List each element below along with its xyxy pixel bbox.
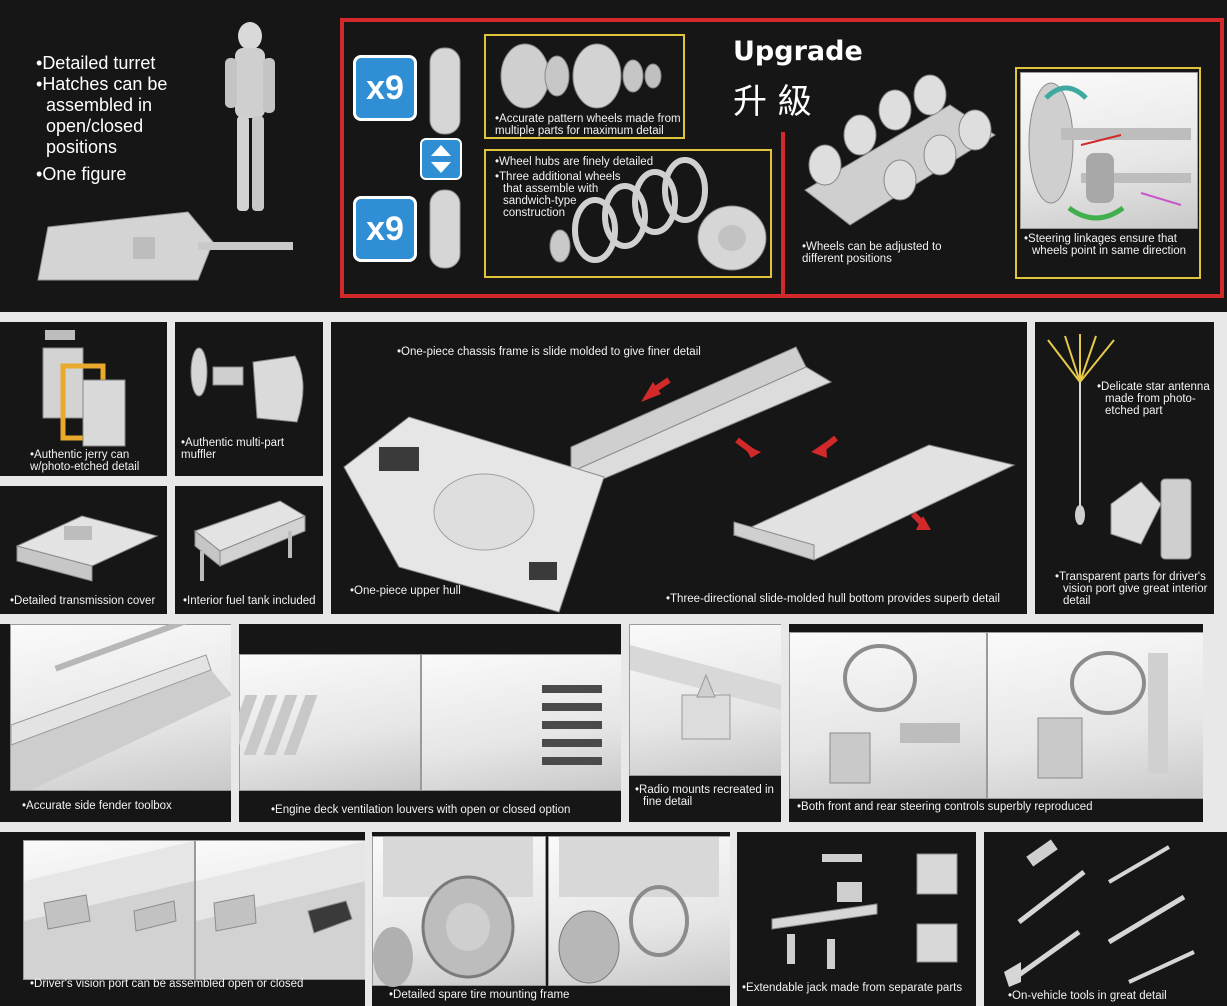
- tire-top-icon: [429, 47, 461, 135]
- panel-vision-port: •Driver's vision port can be assembled o…: [0, 832, 365, 1006]
- wheel-caption-bottom-2: •Three additional wheels that assemble w…: [495, 171, 621, 219]
- vision-transparent-caption: •Transparent parts for driver's vision p…: [1055, 571, 1208, 607]
- red-arrows: [641, 377, 931, 530]
- panel-jack: •Extendable jack made from separate part…: [737, 832, 976, 1006]
- chassis-caption: •One-piece chassis frame is slide molded…: [397, 346, 701, 358]
- steering-controls-caption: •Both front and rear steering controls s…: [797, 801, 1093, 813]
- upgrade-cjk: 升 級: [733, 82, 812, 122]
- muffler-illustration: [190, 347, 304, 423]
- vision-port-open-render: [195, 840, 365, 980]
- louvers-render-closed: [239, 654, 421, 791]
- adjust-caption: •Wheels can be adjusted to different pos…: [802, 241, 942, 265]
- badge-x9-bottom-label: x9: [366, 210, 404, 248]
- panel-muffler: •Authentic multi-part muffler: [175, 322, 323, 476]
- panel-spare-tire: •Detailed spare tire mounting frame: [372, 832, 730, 1006]
- feature-figure: •One figure: [36, 164, 127, 184]
- panel-toolbox: •Accurate side fender toolbox: [0, 624, 231, 822]
- steering-caption: •Steering linkages ensure that wheels po…: [1024, 233, 1187, 257]
- panel-jerry-can: •Authentic jerry can w/photo-etched deta…: [0, 322, 167, 476]
- fuel-tank-illustration: [193, 500, 307, 581]
- panel-louvers: •Engine deck ventilation louvers with op…: [239, 624, 621, 822]
- badge-x9-top-label: x9: [366, 69, 404, 107]
- upper-hull-caption: •One-piece upper hull: [350, 585, 461, 597]
- vision-port-transparent-illustration: [1110, 478, 1192, 560]
- radio-caption: •Radio mounts recreated in fine detail: [635, 784, 774, 808]
- panel-fuel-tank: •Interior fuel tank included: [175, 486, 323, 614]
- chassis-wheels-illustration: [804, 74, 996, 226]
- feature-list: •Detailed turret •Hatches can be assembl…: [36, 53, 206, 185]
- tools-illustration: [1004, 839, 1195, 987]
- top-panel: •Detailed turret •Hatches can be assembl…: [0, 0, 1227, 312]
- panel-tools: •On-vehicle tools in great detail: [984, 832, 1227, 1006]
- figure-illustration: [225, 22, 275, 211]
- radio-render: [629, 624, 781, 776]
- toolbox-render: [10, 624, 231, 791]
- wheel-caption-top: •Accurate pattern wheels made from multi…: [495, 113, 681, 137]
- spare-tire-render-2: [548, 836, 730, 986]
- upgrade-frame: [340, 18, 1224, 298]
- jack-parts-illustration: [771, 853, 958, 969]
- star-antenna-illustration: [1047, 334, 1115, 525]
- panel-antenna: •Delicate star antenna made from photo-e…: [1035, 322, 1214, 614]
- hull-bottom-illustration: [732, 444, 1016, 561]
- panel-steering: •Both front and rear steering controls s…: [789, 624, 1203, 822]
- panel-transmission: •Detailed transmission cover: [0, 486, 167, 614]
- feature-turret: •Detailed turret: [36, 53, 156, 73]
- jerry-can-illustration: [42, 330, 126, 447]
- panel-hull: •One-piece chassis frame is slide molded…: [331, 322, 1027, 614]
- wheel-parts-top: [500, 43, 662, 109]
- badge-x9-bottom: x9: [353, 196, 417, 262]
- spare-tire-render-1: [372, 836, 546, 987]
- vision-port-caption: •Driver's vision port can be assembled o…: [30, 978, 304, 990]
- jerry-caption: •Authentic jerry can w/photo-etched deta…: [30, 449, 140, 473]
- antenna-caption: •Delicate star antenna made from photo-e…: [1097, 381, 1210, 417]
- swap-arrow-icon: [420, 138, 462, 180]
- vision-port-closed-render: [23, 840, 195, 980]
- upgrade-divider: [781, 132, 785, 296]
- muffler-caption: •Authentic multi-part muffler: [181, 437, 285, 461]
- badge-x9-top: x9: [353, 55, 417, 121]
- fuel-tank-caption: •Interior fuel tank included: [183, 595, 316, 607]
- wheel-caption-bottom-1: •Wheel hubs are finely detailed: [495, 156, 654, 168]
- upper-hull-illustration: [343, 416, 605, 613]
- steering-front-render: [789, 632, 987, 799]
- upgrade-title: Upgrade: [733, 36, 863, 67]
- louvers-caption: •Engine deck ventilation louvers with op…: [271, 804, 571, 816]
- steering-rear-render: [987, 632, 1203, 799]
- wheel-box-bottom: [484, 149, 772, 278]
- jack-caption: •Extendable jack made from separate part…: [742, 982, 963, 994]
- toolbox-caption: •Accurate side fender toolbox: [22, 800, 172, 812]
- turret-illustration: [37, 211, 293, 281]
- hull-bottom-caption: •Three-directional slide-molded hull bot…: [666, 593, 1000, 605]
- louvers-render-open: [421, 654, 621, 791]
- panel-radio: •Radio mounts recreated in fine detail: [629, 624, 781, 822]
- wheel-parts-bottom: [549, 157, 767, 271]
- spare-tire-caption: •Detailed spare tire mounting frame: [389, 989, 570, 1001]
- tools-caption: •On-vehicle tools in great detail: [1008, 990, 1167, 1002]
- tire-bottom-icon: [429, 189, 461, 269]
- steering-linkage-render: [1020, 72, 1198, 229]
- wheel-box-top: [484, 34, 685, 139]
- transmission-illustration: [15, 515, 159, 582]
- feature-hatches: •Hatches can be assembled in open/closed…: [36, 74, 168, 157]
- steering-box: [1015, 67, 1201, 279]
- transmission-caption: •Detailed transmission cover: [10, 595, 156, 607]
